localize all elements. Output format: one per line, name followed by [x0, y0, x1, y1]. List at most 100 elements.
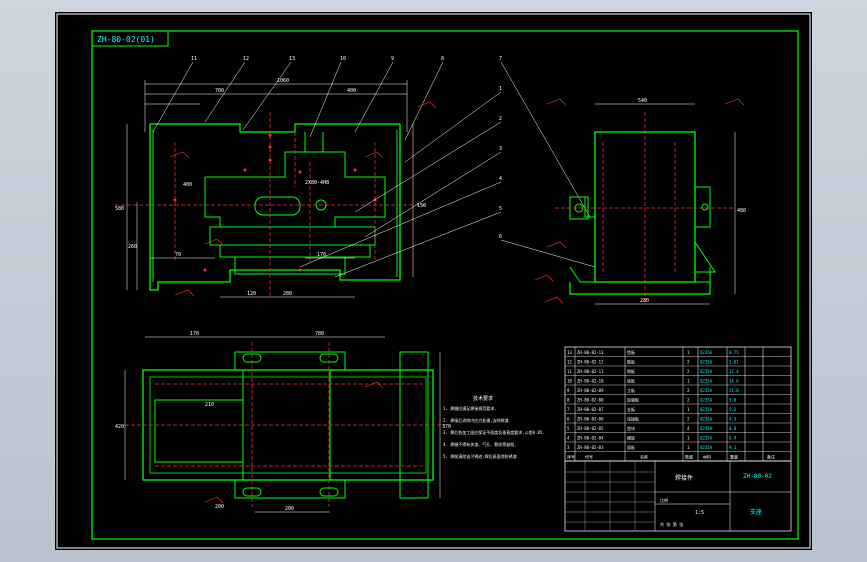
part-number-7: 1	[499, 86, 502, 92]
part-number-11: 5	[499, 206, 502, 212]
side-view: 540 480 280	[555, 98, 746, 305]
part-leaders	[152, 61, 596, 278]
bom-cell-material: Q235A	[700, 350, 713, 355]
bom-header-name: 名称	[640, 454, 648, 460]
bom-cell-no: 12	[567, 360, 572, 365]
bom-cell-code: ZH-80-02-11	[577, 369, 604, 374]
dim-top-side-2: 210	[205, 402, 214, 408]
scale-value: 1:5	[695, 510, 704, 516]
bom-cell-code: ZH-80-02-07	[577, 407, 604, 412]
bom-cell-weight: 0.75	[729, 350, 739, 355]
technical-requirements: 技术要求 1. 焊缝应满足焊接规范要求. 2. 焊接后消除内应力处理,去除焊渣.…	[443, 395, 545, 459]
bom-cell-qty: 1	[687, 436, 690, 441]
bom-cell-material: Q235A	[700, 388, 713, 393]
bom-cell-material: Q235A	[700, 369, 713, 374]
assembly-label: 焊接件	[675, 474, 693, 482]
bom-cell-material: Q235A	[700, 407, 713, 412]
dim-front-top-0: 1060	[277, 78, 289, 84]
dim-front-top-1: 700	[215, 88, 224, 94]
bom-cell-weight: 12.4	[729, 369, 739, 374]
bom-cell-qty: 2	[687, 398, 690, 403]
bom-cell-code: ZH-80-02-03	[577, 445, 604, 450]
tech-req-title: 技术要求	[473, 395, 493, 402]
bom-cell-name: 连接板	[627, 416, 639, 422]
bom-cell-code: ZH-80-02-12	[577, 360, 604, 365]
tech-req-item-4: 5. 焊前清除油污锈迹,焊后表面涂防锈漆.	[443, 453, 519, 459]
code-label: ZH-80-02(01)	[97, 35, 155, 44]
part-number-1: 12	[243, 56, 249, 62]
bom-cell-weight: 3.6	[729, 398, 737, 403]
bom-cell-qty: 1	[687, 350, 690, 355]
scale-label: 比例	[660, 497, 668, 503]
drawing-number: ZH-80-02	[743, 473, 772, 480]
part-number-9: 3	[499, 146, 502, 152]
bom-cell-qty: 2	[687, 369, 690, 374]
bom-cell-code: ZH-80-02-08	[577, 398, 604, 403]
bom-cell-no: 7	[567, 407, 570, 412]
dim-front-bottom-0: 70	[175, 252, 181, 258]
bom-header-remark: 备注	[767, 454, 775, 460]
dim-front-side-0: 580	[115, 206, 124, 212]
bom-cell-no: 4	[567, 436, 570, 441]
inner-border	[91, 30, 799, 540]
bom-cell-qty: 2	[687, 417, 690, 422]
dim-top-bottom-1: 200	[215, 504, 224, 510]
outer-border	[56, 13, 811, 549]
part-number-10: 4	[499, 176, 502, 182]
bom-cell-material: Q235A	[700, 445, 713, 450]
bom-cell-material: Q235A	[700, 417, 713, 422]
bom-cell-weight: 5.2	[729, 407, 737, 412]
dim-top-top-1: 780	[315, 331, 324, 337]
code-label-box	[91, 30, 169, 47]
bom-cell-no: 3	[567, 445, 570, 450]
bom-cell-qty: 1	[687, 407, 690, 412]
bom-cell-weight: 2.61	[729, 360, 739, 365]
bom-cell-no: 13	[567, 350, 572, 355]
bom-cell-name: 垫板	[627, 349, 635, 355]
tech-req-item-1: 2. 焊接后消除内应力处理,去除焊渣.	[443, 417, 511, 423]
bom-header-material: 材料	[703, 454, 711, 460]
bom-cell-qty: 4	[687, 426, 690, 431]
dim-top-bottom-0: 200	[285, 506, 294, 512]
bom-cell-name: 垫块	[627, 425, 635, 431]
bom-header-weight: 重量	[730, 454, 738, 460]
dim-top-side-1: 370	[442, 424, 451, 430]
bom-cell-qty: 1	[687, 379, 690, 384]
bom-header-code: 代号	[585, 454, 593, 460]
bom-cell-weight: 6.9	[729, 436, 737, 441]
bom-cell-no: 5	[567, 426, 570, 431]
bom-cell-qty: 2	[687, 388, 690, 393]
weld-symbols	[169, 98, 745, 504]
title-block: 焊接件 ZH-80-02 支座 比例 1:5 共 张 第 张	[564, 460, 792, 532]
dim-front-bottom-3: 170	[317, 252, 326, 258]
sheet-label: 共 张 第 张	[660, 521, 683, 527]
cad-drawing-canvas[interactable]: ZH-80-02(01) 1060 700 400	[55, 12, 812, 550]
dim-side-2: 280	[640, 298, 649, 304]
bom-cell-code: ZH-80-02-09	[577, 388, 604, 393]
bom-header-no: 序号	[567, 454, 575, 460]
part-number-6: 7	[499, 56, 502, 62]
bom-cell-material: Q235A	[700, 379, 713, 384]
dim-top-side-0: 420	[115, 424, 124, 430]
dim-front-top-2: 400	[347, 88, 356, 94]
part-number-4: 9	[391, 56, 394, 62]
bom-cell-no: 9	[567, 388, 570, 393]
part-name: 支座	[750, 508, 762, 516]
bom-cell-weight: 9.1	[729, 445, 737, 450]
bom-cell-no: 11	[567, 369, 572, 374]
bom-cell-weight: 14.6	[729, 379, 739, 384]
bom-cell-name: 加强板	[627, 397, 639, 403]
bom-cell-name: 侧板	[627, 368, 635, 374]
bom-cell-no: 6	[567, 417, 570, 422]
bom-cell-weight: 11.0	[729, 388, 739, 393]
bom-cell-name: 横梁	[627, 435, 635, 441]
bom-cell-no: 10	[567, 379, 572, 384]
bom-cell-name: 筋板	[627, 359, 635, 365]
bom-cell-name: 支板	[627, 406, 635, 412]
bom-cell-qty: 1	[687, 445, 690, 450]
bom-cell-no: 8	[567, 398, 570, 403]
bom-cell-material: Q235A	[700, 426, 713, 431]
drawing-sheet: ZH-80-02(01) 1060 700 400	[55, 12, 812, 550]
